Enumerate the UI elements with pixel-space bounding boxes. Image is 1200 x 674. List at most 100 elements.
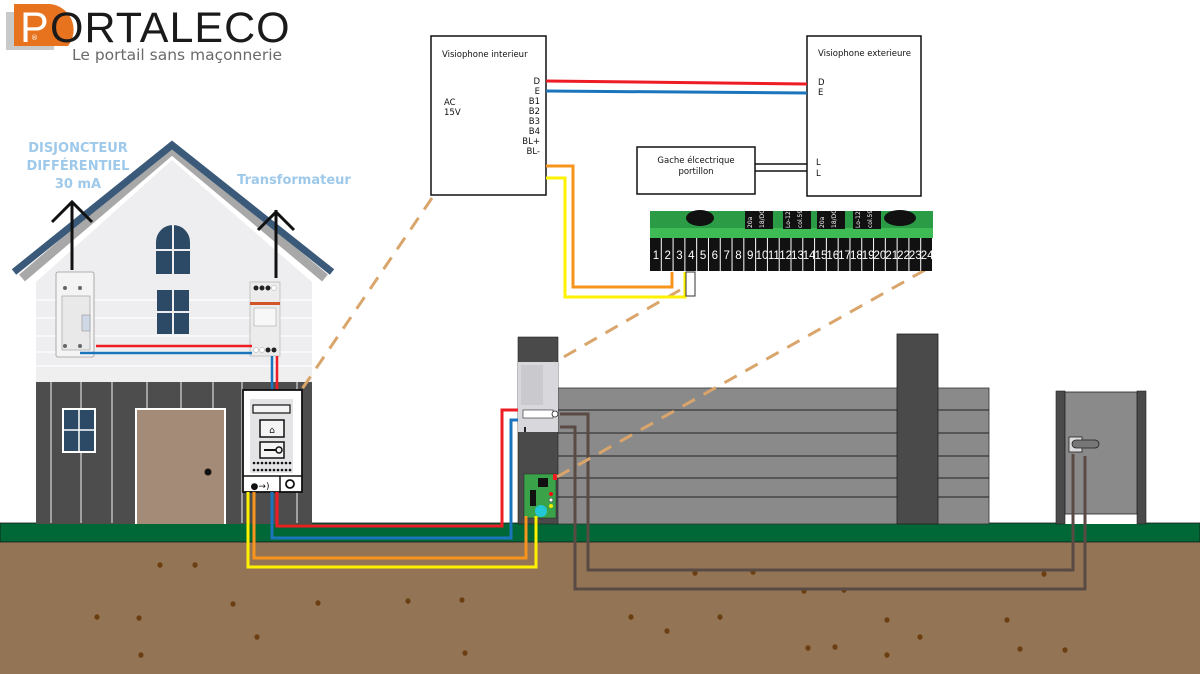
pcb-label: 20a	[819, 216, 826, 228]
terminal-number: 13	[791, 250, 804, 262]
power-label-voltage: 15V	[444, 108, 461, 118]
speaker-grille	[252, 461, 292, 472]
portaleco-logo: P ® ORTALECO Le portail sans maçonnerie	[6, 4, 291, 64]
terminal-18: 18	[850, 238, 863, 271]
soil-pebble	[884, 617, 890, 623]
talk-icon: ●→)	[251, 482, 270, 492]
terminal-20: 20	[874, 238, 887, 271]
strike-title-line2: portillon	[678, 167, 713, 177]
terminal-number: 24	[921, 250, 934, 262]
soil-pebble	[1017, 646, 1023, 652]
dashed-leaders	[298, 197, 926, 480]
strike-title-line1: Gache élcectrique	[657, 155, 734, 166]
terminal-number: 16	[826, 250, 839, 262]
terminal-number: 9	[747, 250, 753, 262]
logo-registered: ®	[31, 34, 38, 42]
breaker-arrow-icon	[50, 199, 94, 270]
pcb-label: col.59	[867, 210, 874, 228]
terminal-11: 11	[768, 238, 780, 271]
transformer-label: Transformateur	[237, 173, 351, 188]
terminal-17: 17	[838, 238, 851, 271]
terminal-number: 21	[885, 250, 898, 262]
terminal-number: 7	[723, 250, 729, 262]
terminal-15: 15	[815, 238, 828, 271]
logo-tagline: Le portail sans maçonnerie	[72, 46, 282, 64]
soil-pebble	[462, 650, 468, 656]
key-icon	[264, 446, 283, 454]
terminal-number: 17	[838, 250, 851, 262]
soil-pebble	[192, 562, 198, 568]
terminal-number: 15	[815, 250, 828, 262]
gate-handle-icon	[1068, 436, 1100, 453]
breaker-label-line1: DISJONCTEUR	[28, 141, 128, 156]
transformer-module	[249, 281, 281, 357]
terminal-number: 4	[688, 250, 695, 262]
logo-brand-text: ORTALECO	[50, 4, 291, 52]
terminal-8: 8	[732, 238, 744, 271]
terminal-3: 3	[673, 238, 685, 271]
terminal-12: 12	[779, 238, 792, 271]
gate-post	[896, 333, 939, 525]
terminal-7: 7	[720, 238, 732, 271]
schematic-wire-d	[545, 79, 808, 86]
pin-bl-plus: BL+	[522, 137, 540, 147]
soil-pebble	[230, 601, 236, 607]
terminal-number: 20	[874, 250, 887, 262]
terminal-number: 3	[676, 250, 682, 262]
wire-brown-1	[560, 412, 1075, 572]
indoor-unit-schematic: Visiophone interieur AC 15V D E B1 B2 B3…	[430, 35, 547, 196]
soil-pebble	[94, 614, 100, 620]
indoor-monitor: ⌂ ●→)	[242, 389, 303, 493]
outdoor-unit-title: Visiophone exterieure	[818, 49, 911, 59]
outdoor-pin-l2: L	[816, 169, 821, 179]
soil-pebble	[157, 562, 163, 568]
terminal-13: 13	[791, 238, 804, 271]
outdoor-pin-d: D	[818, 78, 825, 88]
logo-orange-shape	[14, 4, 74, 46]
logo-letter-p: P	[20, 4, 50, 52]
pin-b3: B3	[529, 117, 540, 127]
terminal-10: 10	[756, 238, 768, 271]
terminal-5: 5	[697, 238, 708, 271]
terminal-24: 24	[921, 238, 934, 271]
gate-controller-pcb	[523, 473, 557, 519]
terminal-19: 19	[862, 238, 875, 271]
soil-pebble	[1041, 571, 1047, 577]
terminal-number: 18	[850, 250, 863, 262]
terminal-number: 19	[862, 250, 875, 262]
breaker-label-line2: DIFFÉRENTIEL	[27, 158, 130, 174]
schematic-wire-orange	[546, 164, 674, 289]
soil-pebble	[1062, 647, 1068, 653]
terminal-number: 5	[700, 250, 706, 262]
wire-blue-e	[270, 418, 518, 540]
soil-pebble	[717, 614, 723, 620]
wire-yellow	[246, 492, 538, 569]
wire-red-d	[275, 408, 518, 528]
soil-pebble	[692, 570, 698, 576]
monitor-screen	[252, 404, 291, 414]
wire-brown-2	[560, 425, 1087, 591]
soil-pebble	[254, 634, 260, 640]
terminal-16: 16	[826, 238, 839, 271]
upper-window	[157, 290, 189, 334]
terminal-number: 14	[803, 250, 816, 262]
home-button	[259, 419, 285, 438]
pin-b1: B1	[529, 97, 540, 107]
soil-pebble	[136, 615, 142, 621]
soil-pebble	[405, 598, 411, 604]
soil-pebble	[832, 644, 838, 650]
power-label-ac: AC	[444, 98, 456, 108]
pcb-label: 18/DC	[759, 210, 766, 228]
pin-e: E	[535, 87, 540, 97]
pin-bl-minus: BL-	[527, 147, 541, 157]
grass-strip	[0, 522, 1200, 543]
pcb-label: Lo-12	[785, 211, 792, 228]
ground-window	[62, 408, 96, 453]
pin-b2: B2	[529, 107, 540, 117]
terminal-22: 22	[897, 238, 910, 271]
schematic-wire-e	[545, 89, 808, 95]
soil-pebble	[315, 600, 321, 606]
indoor-unit-title: Visiophone interieur	[442, 50, 528, 60]
